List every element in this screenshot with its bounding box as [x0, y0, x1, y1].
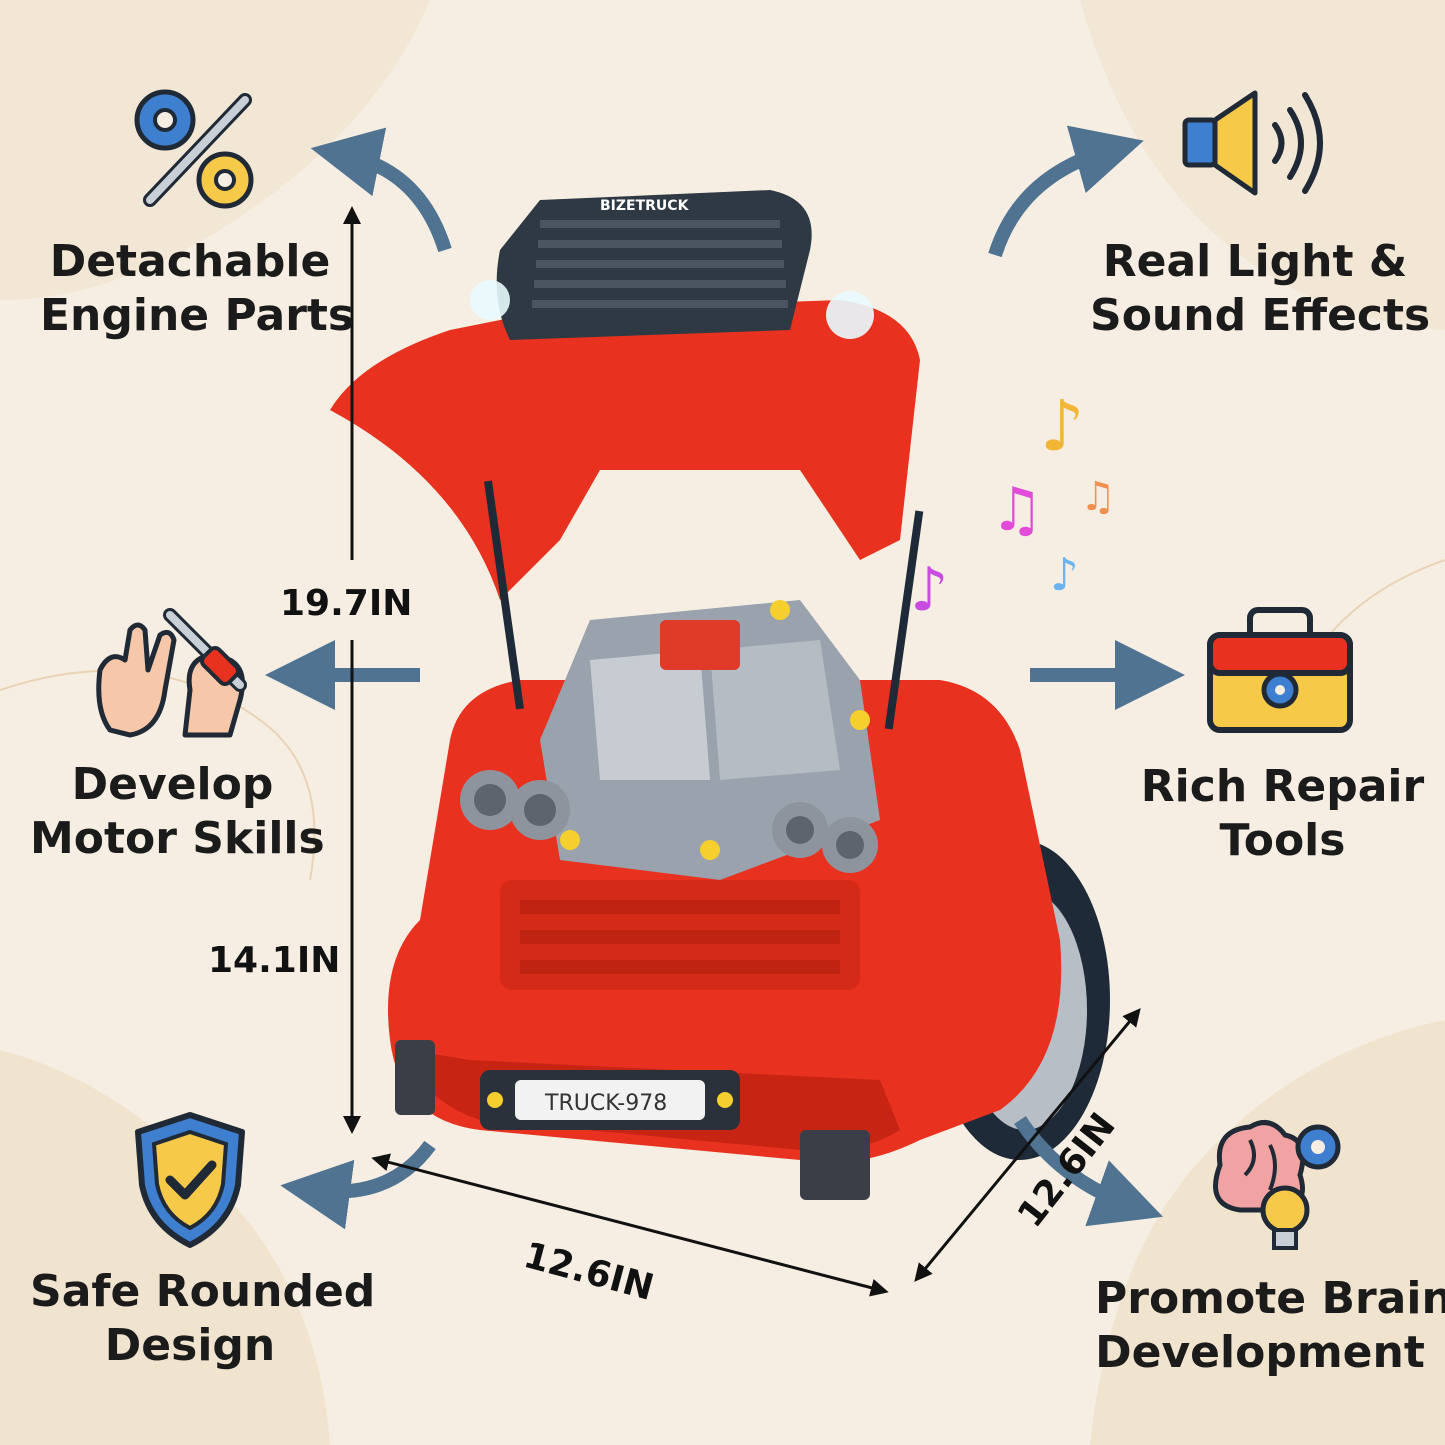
- brain-lightbulb-icon: [1213, 1120, 1341, 1250]
- speaker-icon: [1182, 90, 1323, 196]
- svg-text:♪: ♪: [1040, 385, 1085, 467]
- feature-repair-tools: Rich Repair Tools: [1140, 760, 1425, 868]
- svg-text:♫: ♫: [1080, 474, 1116, 520]
- feature-light-sound-line2: Sound Effects: [1090, 290, 1431, 341]
- feature-motor-line1: Develop: [71, 759, 274, 810]
- svg-text:♪: ♪: [1050, 548, 1079, 601]
- gears-wrench-icon: [134, 89, 254, 209]
- license-plate-text: TRUCK-978: [544, 1091, 667, 1116]
- music-notes-icon: ♪ ♫ ♪ ♫ ♪: [910, 385, 1116, 625]
- svg-text:♪: ♪: [910, 555, 948, 625]
- hood-brand-text: BIZETRUCK: [600, 198, 690, 214]
- feature-brain-line1: Promote Brain: [1095, 1273, 1445, 1324]
- feature-safe-design: Safe Rounded Design: [30, 1265, 376, 1373]
- hands-wrench-icon: [96, 608, 247, 738]
- feature-motor-line2: Motor Skills: [30, 813, 325, 864]
- feature-safe-line1: Safe Rounded: [30, 1266, 376, 1317]
- dimension-height-total: 19.7IN: [280, 583, 413, 624]
- feature-tools-line2: Tools: [1219, 815, 1346, 866]
- feature-light-sound-line1: Real Light &: [1102, 236, 1408, 287]
- dimension-height-body: 14.1IN: [208, 940, 341, 981]
- shield-check-icon: [135, 1112, 245, 1248]
- feature-motor-skills: Develop Motor Skills: [30, 758, 325, 866]
- toolbox-icon: [1207, 607, 1353, 733]
- feature-detachable-engine-parts: Detachable Engine Parts: [40, 235, 355, 343]
- feature-safe-line2: Design: [104, 1320, 276, 1371]
- feature-light-sound: Real Light & Sound Effects: [1090, 235, 1431, 343]
- feature-brain-line2: Development: [1095, 1327, 1425, 1378]
- svg-text:♫: ♫: [990, 475, 1044, 545]
- feature-brain-development: Promote Brain Development: [1095, 1272, 1445, 1380]
- feature-detachable-line2: Engine Parts: [40, 290, 355, 341]
- feature-tools-line1: Rich Repair: [1140, 761, 1425, 812]
- feature-detachable-line1: Detachable: [49, 236, 331, 287]
